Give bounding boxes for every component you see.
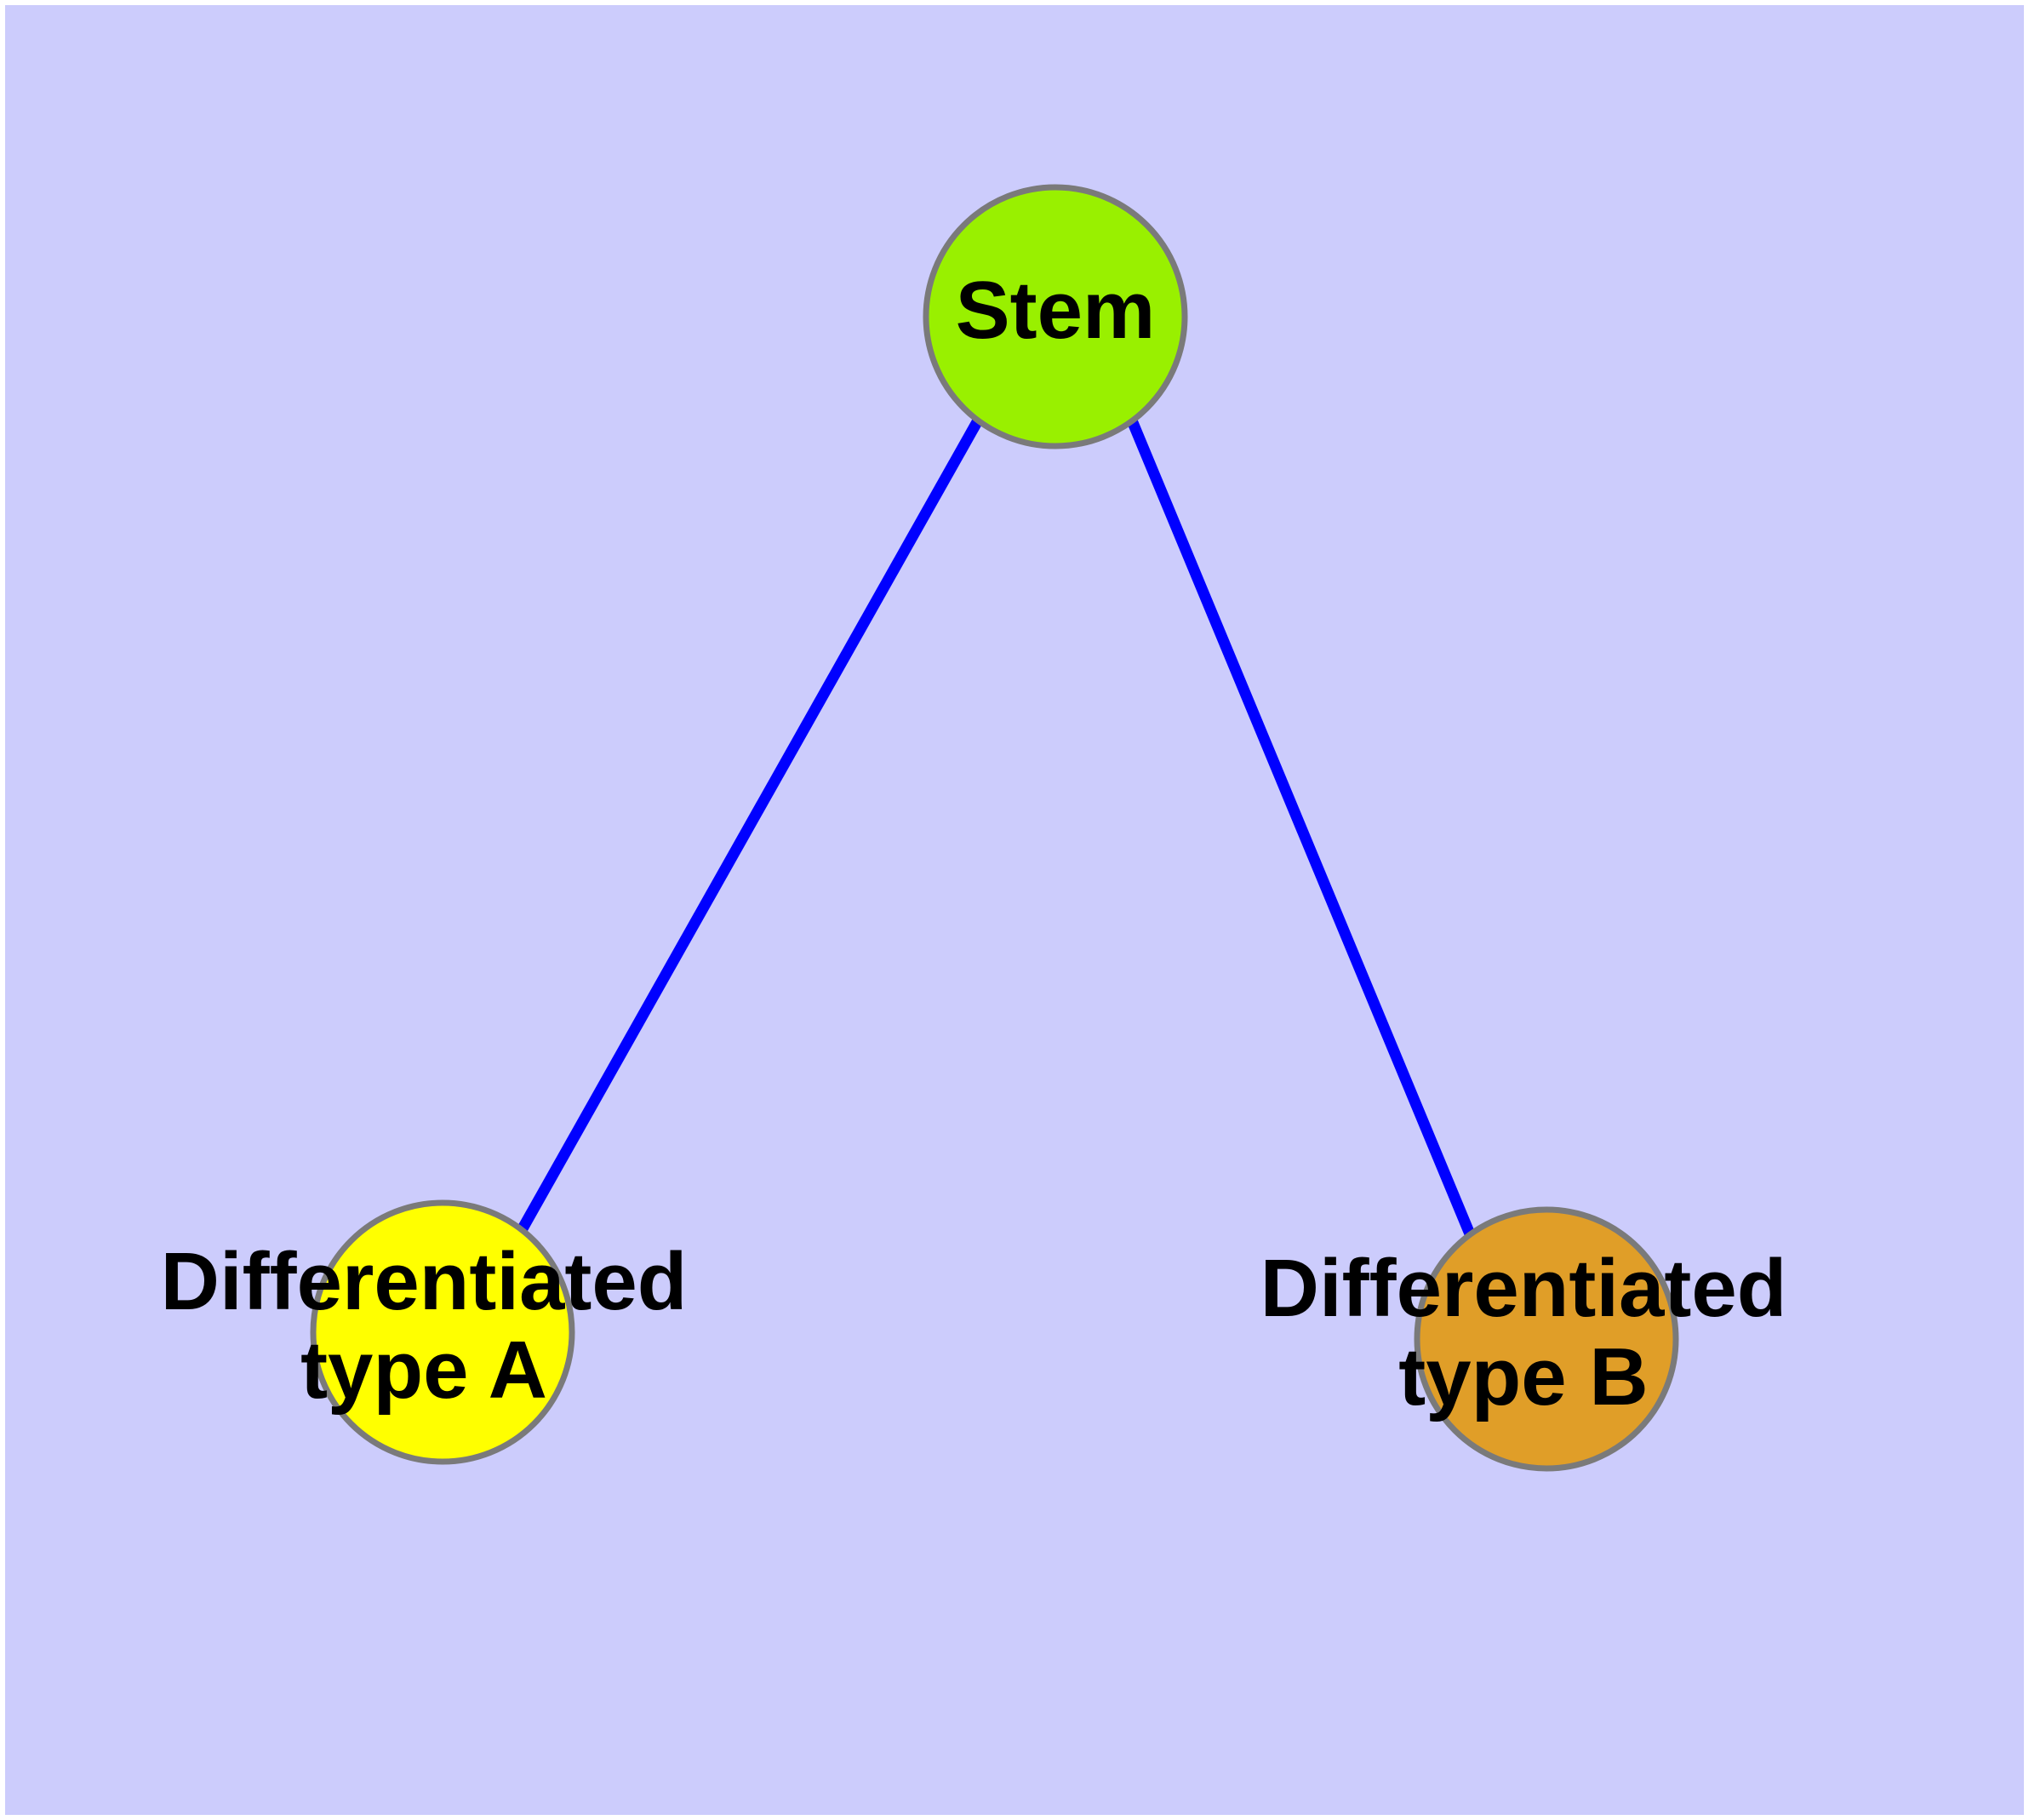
- node-stem[interactable]: [923, 184, 1188, 449]
- node-label-line: Differentiated: [161, 1237, 688, 1328]
- node-label-line: type A: [300, 1325, 547, 1416]
- node-diff-a[interactable]: [310, 1199, 575, 1465]
- node-label-line: Differentiated: [1260, 1244, 1787, 1335]
- edge-layer: [517, 417, 1477, 1239]
- edge-stem-to-diff-b[interactable]: [1126, 418, 1477, 1239]
- node-stem-label: Stem: [956, 265, 1156, 356]
- node-diff-b[interactable]: [1414, 1206, 1679, 1472]
- edge-stem-to-diff-a[interactable]: [517, 417, 983, 1233]
- node-diff-b-circle[interactable]: [1414, 1206, 1679, 1472]
- node-stem-circle[interactable]: [923, 184, 1188, 449]
- node-label-line: Stem: [956, 265, 1156, 356]
- node-diff-a-circle[interactable]: [310, 1199, 575, 1465]
- node-label-line: type B: [1398, 1331, 1648, 1422]
- node-layer: [310, 184, 1679, 1472]
